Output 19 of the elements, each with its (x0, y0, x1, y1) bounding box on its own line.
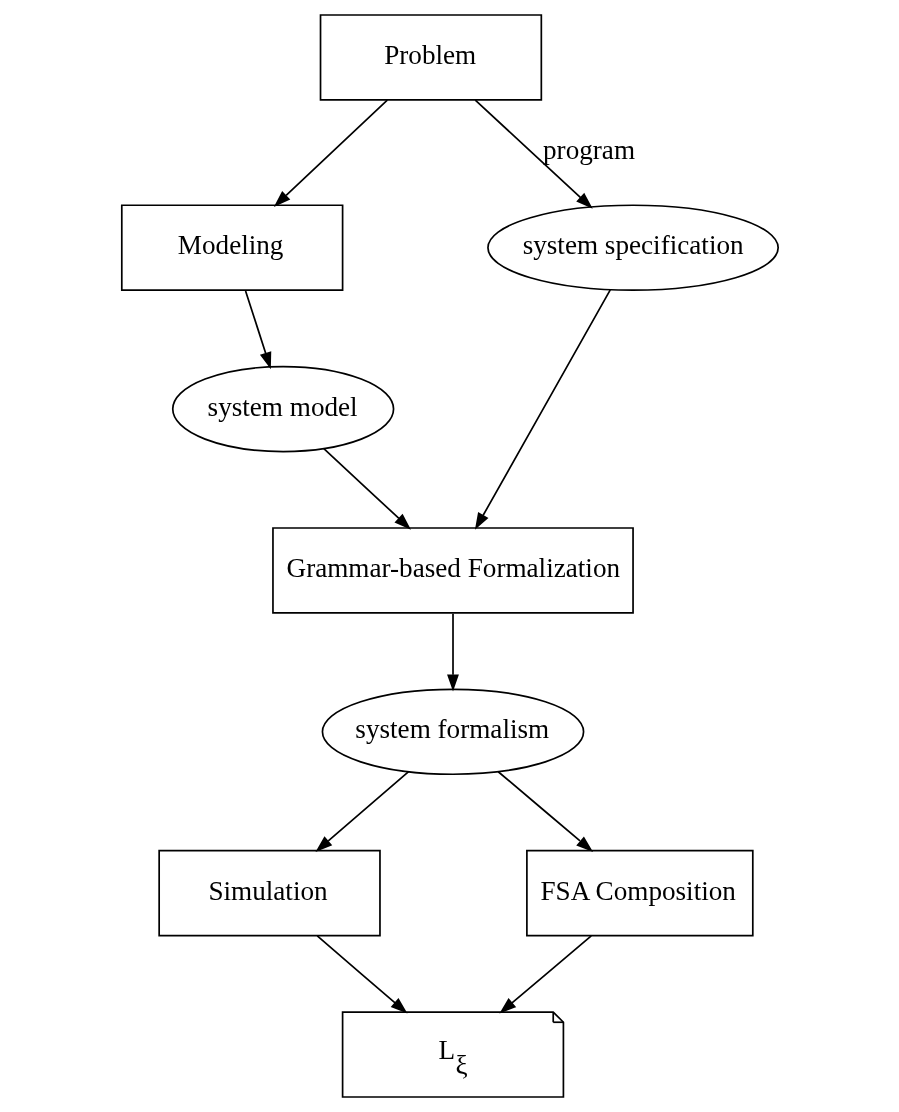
node-box: Problem (319, 14, 542, 101)
arrow (314, 770, 409, 852)
arrow (322, 447, 411, 530)
arrow (473, 99, 593, 209)
arrow (496, 770, 593, 852)
edge-label: program (542, 135, 635, 166)
arrow (273, 99, 388, 207)
arrow (498, 935, 592, 1014)
arrow (474, 289, 611, 530)
node-ellipse: system specification (486, 204, 779, 292)
node-box: Simulation (157, 849, 381, 937)
arrow (446, 612, 459, 692)
node-box: Grammar-based Formalization (271, 527, 634, 614)
node-ellipse: system model (171, 365, 394, 453)
node-ellipse: system formalism (321, 688, 584, 776)
arrow (315, 935, 407, 1014)
node-box: FSA Composition (525, 849, 754, 937)
node-box: Modeling (120, 204, 343, 292)
arrow (244, 290, 271, 370)
